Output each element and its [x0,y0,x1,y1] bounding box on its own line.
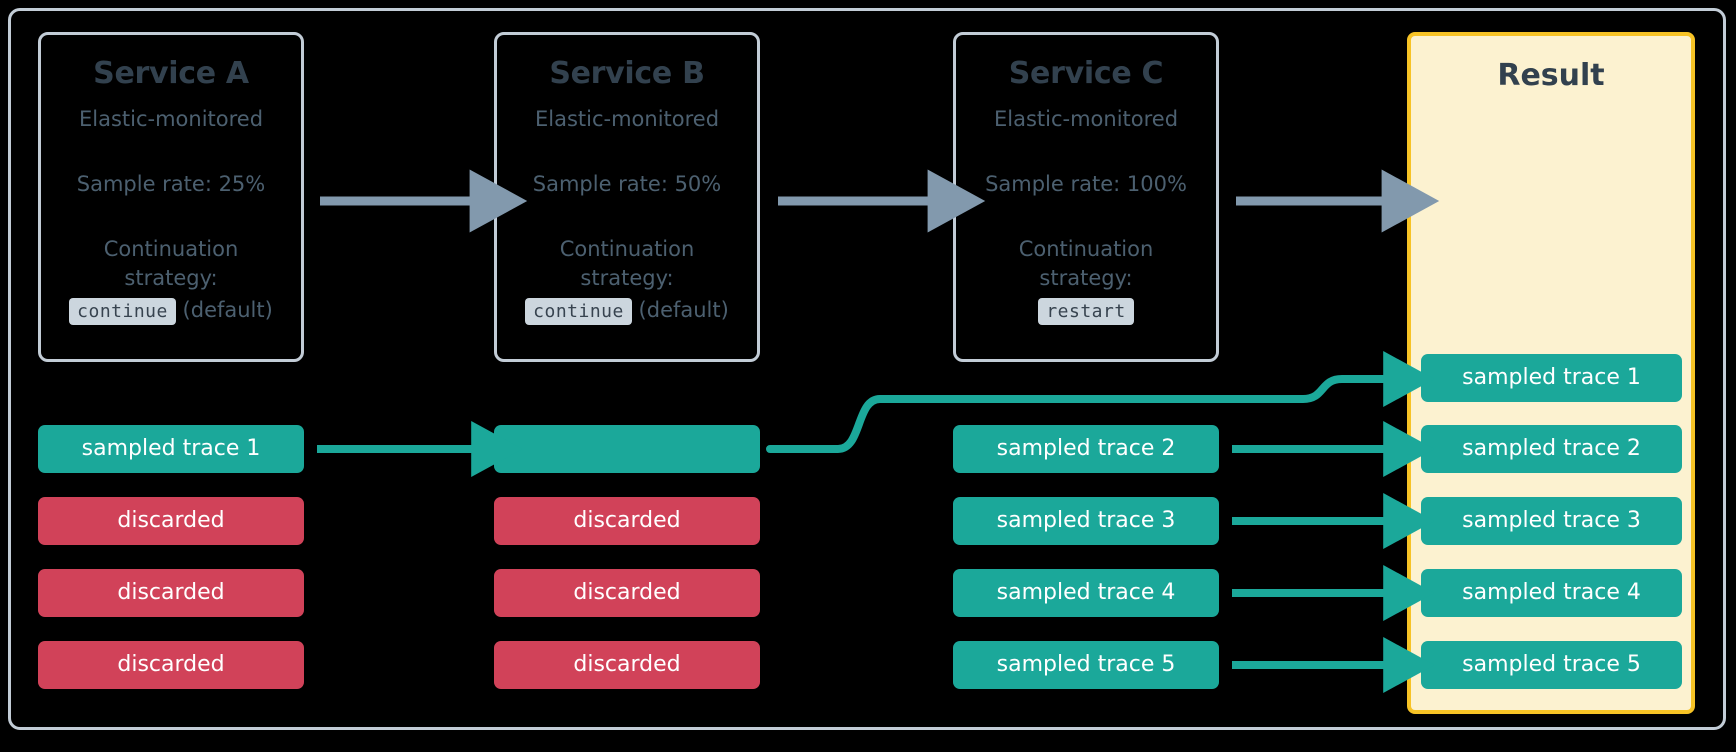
service-a-title: Service A [93,56,249,91]
trace-pill-b-2: discarded [494,497,760,545]
trace-pill-b-4-label: discarded [573,652,681,677]
service-a-strategy-line1: Continuation [103,237,239,262]
trace-pill-a-4-label: discarded [117,652,225,677]
service-a-strategy: Continuation strategy: continue (default… [41,235,301,326]
result-pill-3: sampled trace 3 [1421,497,1682,545]
service-b-strategy-note: (default) [638,298,729,323]
service-b-title: Service B [549,56,705,91]
service-b-strategy-line2: strategy: [580,265,674,290]
trace-pill-c-2-label: sampled trace 3 [996,508,1176,533]
trace-pill-a-1-label: sampled trace 1 [81,436,261,461]
trace-pill-a-1: sampled trace 1 [38,425,304,473]
trace-pill-b-1 [494,425,760,473]
result-pill-5: sampled trace 5 [1421,641,1682,689]
service-b-strategy-line1: Continuation [559,237,695,262]
result-pill-1: sampled trace 1 [1421,354,1682,402]
result-pill-2-label: sampled trace 2 [1462,436,1641,461]
result-title: Result [1497,58,1605,93]
service-c-strategy-line2: strategy: [1039,265,1133,290]
trace-pill-a-3: discarded [38,569,304,617]
trace-pill-c-4: sampled trace 5 [953,641,1219,689]
service-c-title: Service C [1008,56,1164,91]
result-pill-5-label: sampled trace 5 [1462,652,1641,677]
service-card-c: Service C Elastic-monitored Sample rate:… [953,32,1219,362]
trace-pill-a-2: discarded [38,497,304,545]
trace-pill-c-3: sampled trace 4 [953,569,1219,617]
trace-pill-c-1: sampled trace 2 [953,425,1219,473]
trace-pill-a-3-label: discarded [117,580,225,605]
service-b-strategy-code: continue [525,298,632,326]
trace-pill-b-2-label: discarded [573,508,681,533]
service-a-strategy-code: continue [69,298,176,326]
service-b-subtitle: Elastic-monitored [534,107,720,131]
trace-pill-c-1-label: sampled trace 2 [996,436,1176,461]
service-a-strategy-note: (default) [182,298,273,323]
trace-pill-a-2-label: discarded [117,508,225,533]
service-c-sample-rate: Sample rate: 100% [985,172,1187,197]
trace-pill-a-4: discarded [38,641,304,689]
service-card-a: Service A Elastic-monitored Sample rate:… [38,32,304,362]
service-a-subtitle: Elastic-monitored [78,107,264,131]
trace-pill-c-3-label: sampled trace 4 [996,580,1176,605]
service-b-sample-rate: Sample rate: 50% [532,172,722,197]
service-a-sample-rate: Sample rate: 25% [76,172,266,197]
service-a-strategy-line2: strategy: [124,265,218,290]
trace-pill-b-4: discarded [494,641,760,689]
trace-pill-c-2: sampled trace 3 [953,497,1219,545]
result-pill-1-label: sampled trace 1 [1462,365,1641,390]
result-pill-4: sampled trace 4 [1421,569,1682,617]
service-c-strategy-code: restart [1038,298,1134,326]
trace-pill-b-3-label: discarded [573,580,681,605]
service-c-subtitle: Elastic-monitored [993,107,1179,131]
result-pill-3-label: sampled trace 3 [1462,508,1641,533]
service-c-strategy: Continuation strategy: restart [956,235,1216,326]
result-pill-2: sampled trace 2 [1421,425,1682,473]
trace-pill-c-4-label: sampled trace 5 [996,652,1176,677]
result-pill-4-label: sampled trace 4 [1462,580,1641,605]
service-card-b: Service B Elastic-monitored Sample rate:… [494,32,760,362]
service-c-strategy-line1: Continuation [1018,237,1154,262]
trace-pill-b-3: discarded [494,569,760,617]
service-b-strategy: Continuation strategy: continue (default… [497,235,757,326]
